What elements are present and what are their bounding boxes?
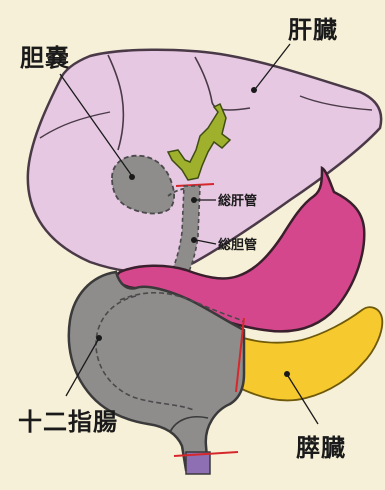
label-common-bile-duct: 総胆管 — [218, 234, 257, 253]
leader-dot-pancreas — [284, 371, 290, 377]
label-pancreas: 膵臓 — [296, 428, 346, 463]
leader-dot-duodenum — [96, 335, 102, 341]
label-duodenum: 十二指腸 — [18, 402, 118, 437]
leader-dot-gallbladder — [129, 174, 135, 180]
leader-dot-common-hepatic — [191, 197, 197, 203]
leader-dot-liver — [251, 87, 257, 93]
label-common-hepatic-duct: 総肝管 — [218, 190, 257, 209]
leader-dot-common-bile — [191, 237, 197, 243]
label-gallbladder: 胆嚢 — [20, 38, 70, 73]
label-liver: 肝臓 — [288, 10, 338, 45]
